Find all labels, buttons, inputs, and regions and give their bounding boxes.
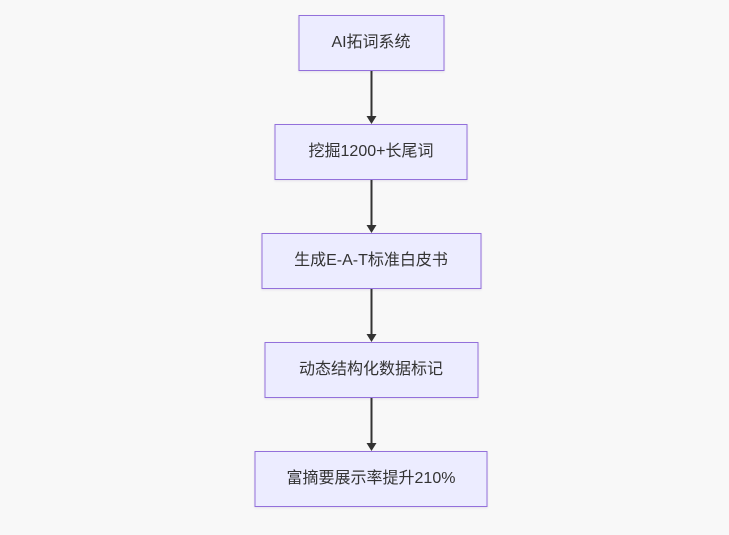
arrow-line xyxy=(370,289,372,335)
flow-node-structured-data-markup: 动态结构化数据标记 xyxy=(264,342,478,398)
flow-arrow xyxy=(366,398,376,451)
arrowhead-down-icon xyxy=(366,443,376,451)
flow-node-ai-word-system: AI拓词系统 xyxy=(298,15,444,71)
flow-node-label: AI拓词系统 xyxy=(331,34,411,51)
flow-node-label: 富摘要展示率提升210% xyxy=(286,470,456,487)
arrow-line xyxy=(370,180,372,226)
arrowhead-down-icon xyxy=(366,116,376,124)
flow-arrow xyxy=(366,180,376,233)
flow-node-label: 动态结构化数据标记 xyxy=(298,361,443,378)
arrowhead-down-icon xyxy=(366,225,376,233)
arrow-line xyxy=(370,71,372,117)
flow-arrow xyxy=(366,289,376,342)
flow-node-rich-snippet-result: 富摘要展示率提升210% xyxy=(254,451,488,507)
flow-node-label: 生成E-A-T标准白皮书 xyxy=(294,252,448,269)
flow-node-label: 挖掘1200+长尾词 xyxy=(308,143,434,160)
flow-arrow xyxy=(366,71,376,124)
arrowhead-down-icon xyxy=(366,334,376,342)
flowchart: AI拓词系统 挖掘1200+长尾词 生成E-A-T标准白皮书 动态结构化数据标记 xyxy=(254,15,488,507)
arrow-line xyxy=(370,398,372,444)
flow-node-eat-whitepaper: 生成E-A-T标准白皮书 xyxy=(261,233,481,289)
flow-node-longtail-mining: 挖掘1200+长尾词 xyxy=(274,124,468,180)
